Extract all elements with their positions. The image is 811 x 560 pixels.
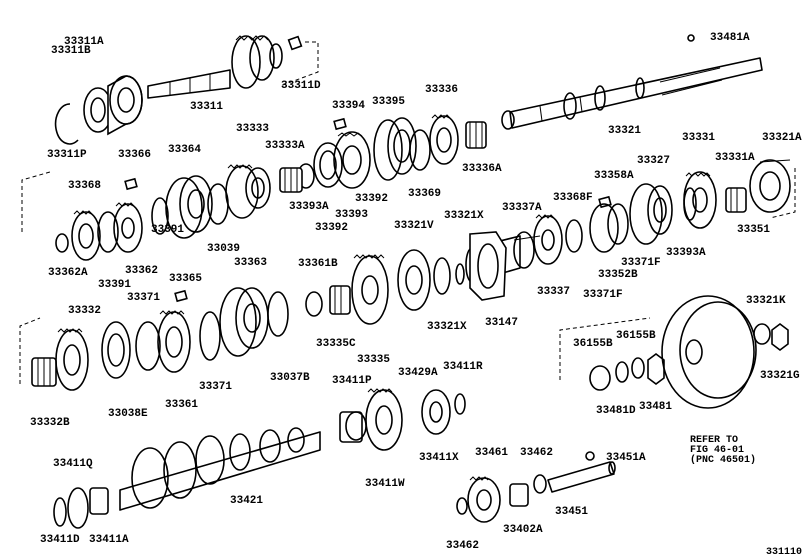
part-label-36155b: 36155B [573, 338, 613, 350]
part-label-33393a: 33393A [666, 247, 706, 259]
part-label-33393: 33393 [335, 209, 368, 221]
part-label-33337a: 33337A [502, 202, 542, 214]
part-label-33394: 33394 [332, 100, 365, 112]
counter-shaft-33421 [53, 427, 321, 529]
part-label-33371: 33371 [199, 381, 232, 393]
ball-33481A [687, 34, 695, 42]
reference-note: REFER TO FIG 46-01 (PNC 46501) [690, 435, 756, 466]
part-label-33331: 33331 [682, 132, 715, 144]
output-drum-group [559, 295, 789, 409]
part-label-33336: 33336 [425, 84, 458, 96]
part-label-33311d: 33311D [281, 80, 321, 92]
part-label-33321x: 33321X [427, 321, 467, 333]
part-label-33371f: 33371F [621, 257, 661, 269]
part-label-33351: 33351 [737, 224, 770, 236]
part-label-36155b: 36155B [616, 330, 656, 342]
part-label-33411p: 33411P [332, 375, 372, 387]
part-label-33371f: 33371F [583, 289, 623, 301]
part-label-33037b: 33037B [270, 372, 310, 384]
part-label-33411d: 33411D [40, 534, 80, 546]
part-label-33362a: 33362A [48, 267, 88, 279]
part-label-33321x: 33321X [444, 210, 484, 222]
part-label-33321g: 33321G [760, 370, 800, 382]
part-label-33311: 33311 [190, 101, 223, 113]
part-label-33411w: 33411W [365, 478, 405, 490]
part-label-33462: 33462 [520, 447, 553, 459]
part-label-33481: 33481 [639, 401, 672, 413]
part-label-33039: 33039 [207, 243, 240, 255]
diagram-number: 331110 [766, 547, 802, 558]
part-label-33361b: 33361B [298, 258, 338, 270]
part-label-33392: 33392 [315, 222, 348, 234]
part-label-33332: 33332 [68, 305, 101, 317]
snap-ring-33311P [54, 103, 79, 145]
part-label-33411q: 33411Q [53, 458, 93, 470]
part-label-33333: 33333 [236, 123, 269, 135]
gear-group-row2 [21, 164, 303, 261]
part-label-33481a: 33481A [710, 32, 750, 44]
retainer-33147 [469, 231, 507, 301]
gear-group-row3 [19, 249, 465, 391]
input-shaft-assembly [54, 35, 319, 145]
reference-note-line3: (PNC 46501) [690, 454, 756, 466]
part-label-33369: 33369 [408, 188, 441, 200]
part-label-33311p: 33311P [47, 149, 87, 161]
part-label-33362: 33362 [125, 265, 158, 277]
part-label-33451: 33451 [555, 506, 588, 518]
part-label-33352b: 33352B [598, 269, 638, 281]
part-label-33147: 33147 [485, 317, 518, 329]
key-33311D [287, 35, 303, 51]
part-label-33333a: 33333A [265, 140, 305, 152]
part-label-33364: 33364 [168, 144, 201, 156]
reference-note-line1: REFER TO [690, 435, 738, 446]
part-label-33366: 33366 [118, 149, 151, 161]
part-label-33451a: 33451A [606, 452, 646, 464]
part-label-33311b: 33311B [51, 45, 91, 57]
reverse-idler-group [456, 451, 616, 523]
part-label-33038e: 33038E [108, 408, 148, 420]
part-label-33327: 33327 [637, 155, 670, 167]
part-label-33335c: 33335C [316, 338, 356, 350]
part-label-33365: 33365 [169, 273, 202, 285]
part-label-33337: 33337 [537, 286, 570, 298]
part-label-33391: 33391 [151, 224, 184, 236]
part-label-33335: 33335 [357, 354, 390, 366]
part-label-33321a: 33321A [762, 132, 802, 144]
part-label-33461: 33461 [475, 447, 508, 459]
part-label-33391: 33391 [98, 279, 131, 291]
part-label-33411a: 33411A [89, 534, 129, 546]
part-label-33321v: 33321V [394, 220, 434, 232]
part-label-33462: 33462 [446, 540, 479, 552]
part-label-33363: 33363 [234, 257, 267, 269]
part-label-33371: 33371 [127, 292, 160, 304]
part-label-33358a: 33358A [594, 170, 634, 182]
part-label-33429a: 33429A [398, 367, 438, 379]
synchro-group-upper [297, 114, 487, 189]
part-label-33321: 33321 [608, 125, 641, 137]
part-label-33393a: 33393A [289, 201, 329, 213]
part-label-33421: 33421 [230, 495, 263, 507]
part-label-33331a: 33331A [715, 152, 755, 164]
part-label-33368f: 33368F [553, 192, 593, 204]
input-shaft-33311 [147, 69, 231, 99]
part-label-33368: 33368 [68, 180, 101, 192]
part-label-33321k: 33321K [746, 295, 786, 307]
gear-group-row2-right [465, 159, 796, 301]
part-label-33392: 33392 [355, 193, 388, 205]
part-label-33336a: 33336A [462, 163, 502, 175]
main-shaft-33321 [501, 34, 763, 130]
part-label-33395: 33395 [372, 96, 405, 108]
reference-note-line2: FIG 46-01 [690, 445, 744, 456]
part-label-33402a: 33402A [503, 524, 543, 536]
part-label-33361: 33361 [165, 399, 198, 411]
part-label-33411r: 33411R [443, 361, 483, 373]
part-label-33332b: 33332B [30, 417, 70, 429]
part-label-33481d: 33481D [596, 405, 636, 417]
counter-gear-group [339, 388, 466, 451]
part-label-33411x: 33411X [419, 452, 459, 464]
part-label-33311a: 33311A [64, 36, 104, 48]
